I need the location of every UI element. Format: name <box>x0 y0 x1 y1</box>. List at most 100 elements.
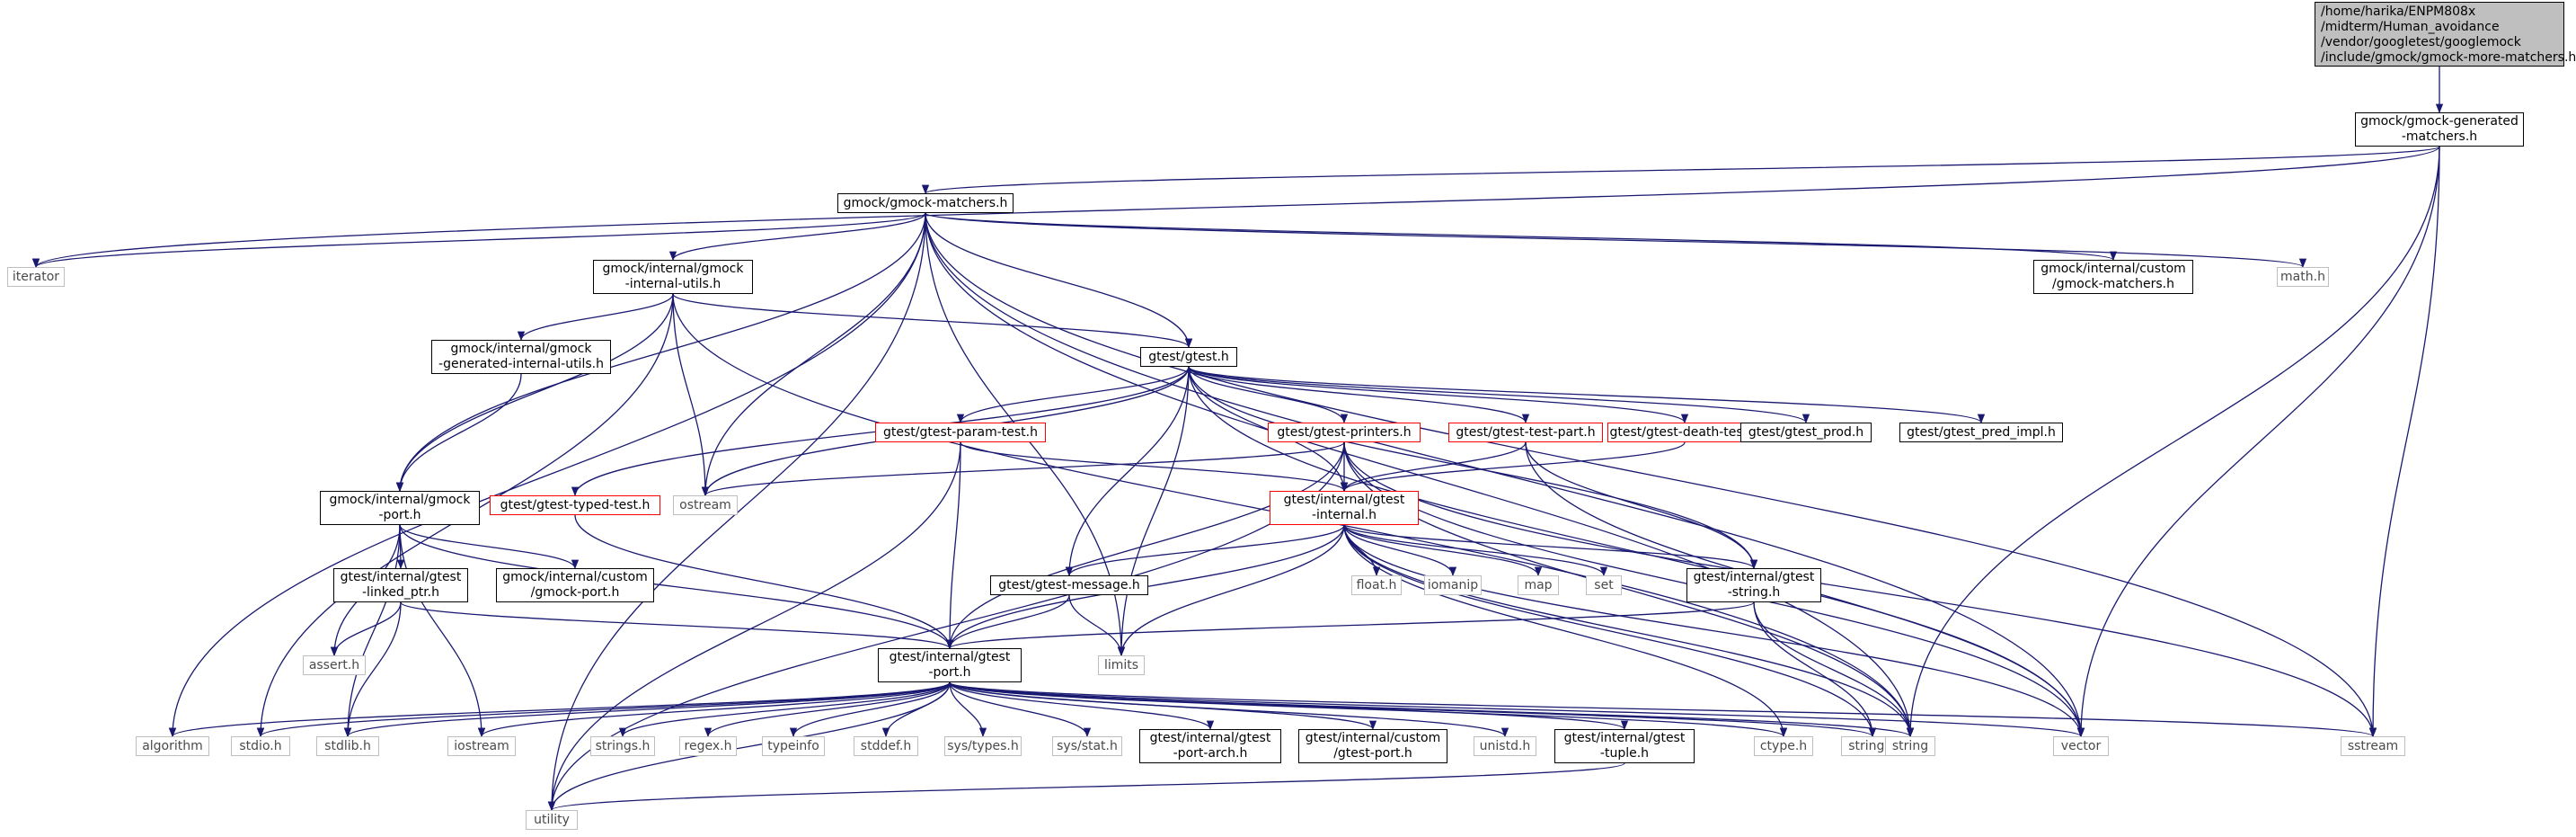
edge-matchers-to-vector <box>925 212 2085 738</box>
node-test-part[interactable]: gtest/gtest-test-part.h <box>1448 423 1603 442</box>
edge-param-test-to-gtest-port <box>945 441 961 650</box>
edge-gtest-internal-to-limits <box>1117 524 1345 657</box>
node-message[interactable]: gtest/gtest-message.h <box>990 575 1148 595</box>
node-internal-utils[interactable]: gmock/internal/gmock -internal-utils.h <box>593 260 753 294</box>
edge-matchers-to-gtest <box>925 212 1193 349</box>
edge-printers-to-ostream <box>702 441 1345 497</box>
node-root[interactable]: /home/harika/ENPM808x /midterm/Human_avo… <box>2315 2 2576 67</box>
edge-gtest-to-gtest-internal <box>1188 366 1349 493</box>
edge-gtest-port-to-typeinfo <box>789 681 951 738</box>
node-utility: utility <box>526 810 578 830</box>
edge-gmock-port-to-gtest-port <box>399 524 954 650</box>
edge-tuple-to-utility <box>548 762 1625 812</box>
edge-gmock-port-to-iostream <box>399 524 486 738</box>
node-gtest-port[interactable]: gtest/internal/gtest -port.h <box>878 648 1022 682</box>
edge-matchers-to-algorithm <box>168 212 926 738</box>
edge-gen-matchers-to-matchers <box>922 146 2440 195</box>
edge-message-to-gtest-port <box>945 594 1070 650</box>
node-gen-matchers[interactable]: gmock/gmock-generated -matchers.h <box>2355 112 2524 147</box>
edge-gtest-port-to-iostream <box>478 681 951 738</box>
edge-test-part-to-gtest-string <box>1525 441 1758 570</box>
edge-matchers-to-internal-utils <box>668 212 926 262</box>
node-prod[interactable]: gtest/gtest_prod.h <box>1740 423 1872 442</box>
edge-gtest-port-to-sstream <box>949 681 2377 738</box>
edge-gtest-port-to-string-h <box>949 681 1876 738</box>
edge-gtest-string-to-string-h <box>1753 601 1877 738</box>
edge-test-part-to-gtest-internal <box>1340 441 1527 493</box>
edge-matchers-to-math <box>925 212 2306 269</box>
edge-internal-utils-to-gtest <box>672 293 1192 349</box>
node-strings: strings.h <box>590 736 655 756</box>
edge-gen-matchers-to-vector <box>2076 146 2440 738</box>
edge-typed-test-to-gtest-port <box>574 514 954 650</box>
edge-gtest-to-param-test <box>956 366 1190 424</box>
edge-message-to-limits <box>1068 594 1126 657</box>
node-typed-test[interactable]: gtest/gtest-typed-test.h <box>490 495 660 515</box>
edge-gmock-port-to-custom-gmock-port <box>399 524 580 570</box>
node-sys-types: sys/types.h <box>944 736 1022 756</box>
node-float: float.h <box>1351 575 1402 595</box>
node-iomanip: iomanip <box>1424 575 1482 595</box>
edge-gen-internal-utils-to-gmock-port <box>395 373 522 493</box>
edge-gtest-port-to-stdio <box>257 681 951 738</box>
node-stdio: stdio.h <box>231 736 290 756</box>
edge-gtest-port-to-algorithm <box>169 681 951 738</box>
node-regex: regex.h <box>679 736 737 756</box>
node-param-test[interactable]: gtest/gtest-param-test.h <box>875 423 1046 442</box>
edge-gtest-to-prod <box>1188 366 1810 424</box>
edge-gen-matchers-to-string <box>1906 146 2440 738</box>
edge-linked-ptr-to-gtest-port <box>400 601 953 650</box>
edge-gtest-to-message <box>1065 366 1190 577</box>
node-assert: assert.h <box>303 655 366 675</box>
node-gtest[interactable]: gtest/gtest.h <box>1140 347 1237 367</box>
edge-gtest-internal-to-message <box>1065 524 1345 577</box>
edge-internal-utils-to-ostream <box>672 293 710 497</box>
node-ctype: ctype.h <box>1754 736 1813 756</box>
edge-death-test-to-gtest-internal <box>1340 441 1686 493</box>
node-matchers[interactable]: gmock/gmock-matchers.h <box>837 193 1014 213</box>
node-port-arch[interactable]: gtest/internal/gtest -port-arch.h <box>1139 729 1281 763</box>
node-math: math.h <box>2277 267 2329 287</box>
node-iostream: iostream <box>447 736 516 756</box>
edge-matchers-to-sstream <box>925 212 2377 738</box>
node-gmock-port[interactable]: gmock/internal/gmock -port.h <box>320 491 480 525</box>
edge-gtest-internal-to-map <box>1343 524 1543 577</box>
edge-gtest-internal-to-gtest-string <box>1343 524 1757 570</box>
node-iterator: iterator <box>7 267 65 287</box>
edge-gtest-to-printers <box>1188 366 1349 424</box>
edge-gtest-port-to-vector <box>949 681 2085 738</box>
node-printers[interactable]: gtest/gtest-printers.h <box>1268 423 1421 442</box>
node-pred-impl[interactable]: gtest/gtest_pred_impl.h <box>1899 423 2063 442</box>
edge-gtest-port-to-stdlib <box>344 681 951 738</box>
node-gtest-string[interactable]: gtest/internal/gtest -string.h <box>1686 568 1821 602</box>
node-gtest-internal[interactable]: gtest/internal/gtest -internal.h <box>1270 491 1419 525</box>
node-tuple[interactable]: gtest/internal/gtest -tuple.h <box>1554 729 1695 763</box>
node-custom-gtest-port[interactable]: gtest/internal/custom /gtest-port.h <box>1298 729 1447 763</box>
edge-gtest-port-to-string <box>949 681 1914 738</box>
node-gen-internal-utils[interactable]: gmock/internal/gmock -generated-internal… <box>431 340 611 374</box>
node-linked-ptr[interactable]: gtest/internal/gtest -linked_ptr.h <box>333 568 468 602</box>
edge-gtest-port-to-sys-types <box>949 681 987 738</box>
node-set: set <box>1586 575 1622 595</box>
edge-gtest-internal-to-string <box>1343 524 1915 738</box>
edge-gtest-to-limits <box>1117 366 1190 657</box>
edge-matchers-to-ostream <box>701 212 926 497</box>
edge-gtest-port-to-sys-stat <box>949 681 1092 738</box>
node-custom-matchers[interactable]: gmock/internal/custom /gmock-matchers.h <box>2033 260 2193 294</box>
node-death-test[interactable]: gtest/gtest-death-test.h <box>1607 423 1762 442</box>
edge-printers-to-gtest-port <box>945 441 1345 650</box>
edge-gtest-to-gtest-string <box>1188 366 1758 570</box>
node-custom-gmock-port[interactable]: gmock/internal/custom /gmock-port.h <box>496 568 654 602</box>
node-stdlib: stdlib.h <box>316 736 379 756</box>
edge-gtest-port-to-stddef <box>881 681 951 738</box>
node-limits: limits <box>1098 655 1145 675</box>
edge-printers-to-sstream <box>1343 441 2377 738</box>
edge-gtest-internal-to-iomanip <box>1343 524 1457 577</box>
node-unistd: unistd.h <box>1474 736 1536 756</box>
edge-matchers-to-iterator <box>32 212 926 269</box>
edge-internal-utils-to-gen-internal-utils <box>517 293 674 342</box>
edge-matchers-to-custom-matchers <box>925 212 2117 262</box>
node-ostream: ostream <box>673 495 738 515</box>
